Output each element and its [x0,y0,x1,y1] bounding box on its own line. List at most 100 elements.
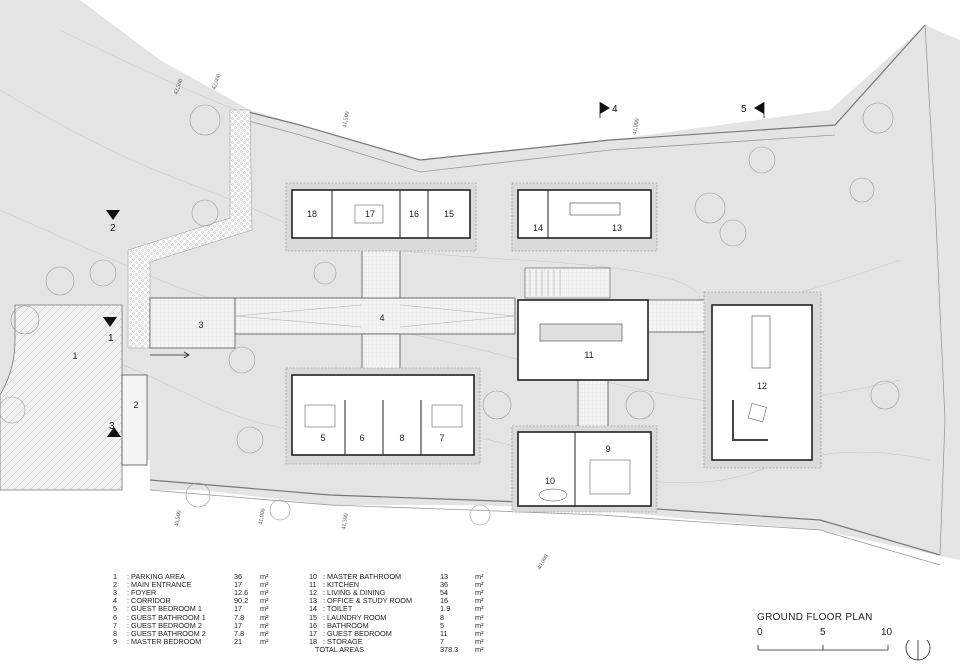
legend-room-name: : BATHROOM [323,620,369,630]
section-marker-5-icon [754,102,764,114]
office-block [517,189,652,239]
legend-number: 6 [113,612,118,622]
legend-unit: m² [475,612,484,622]
legend-number: 10 [309,572,318,581]
legend-room-name: : KITCHEN [323,580,360,590]
legend-area: 1.9 [440,604,451,614]
scale-tick-10: 10 [881,627,893,638]
legend-room-name: : LIVING & DINING [323,588,386,598]
room-label-guest-bedroom-1: 5 [320,433,325,443]
legend-number: 7 [113,620,118,630]
tree-symbols [0,102,900,526]
contour-label: 41,000 [258,508,267,525]
room-label-guest-bedroom: 17 [365,209,375,219]
legend-room-name: : GUEST BATHROOM 2 [127,628,206,638]
room-label-laundry: 15 [444,209,454,219]
section-marker-2-icon [106,210,120,220]
legend-area: 11 [440,628,448,638]
legend-total-label: TOTAL AREAS [315,644,364,654]
legend-number: 5 [113,604,118,614]
legend-room-name: : MAIN ENTRANCE [127,580,192,590]
room-label-office-study: 13 [612,223,622,233]
section-markers: 1 2 3 4 5 [103,102,765,437]
legend-unit: m² [475,636,484,646]
entrance-arrow-icon [150,351,190,359]
scale-tick-5: 5 [820,627,826,638]
legend-room-name: : OFFICE & STUDY ROOM [323,596,413,606]
legend-room-name: : FOYER [127,588,157,598]
legend-unit: m² [260,612,269,622]
legend-area: 5 [440,620,445,630]
corridor [234,297,516,335]
kitchen-stair [524,267,611,299]
section-marker-2-label: 2 [110,223,116,234]
legend-number: 15 [309,612,318,622]
legend-unit: m² [260,620,269,630]
scale-tick-0: 0 [757,627,763,638]
legend-room-name: : GUEST BEDROOM 2 [127,620,202,630]
legend-room-name: : GUEST BATHROOM 1 [127,612,206,622]
legend-area: 7.8 [234,628,245,638]
legend-total-area: 378.3 [440,644,459,654]
legend-room-name: : MASTER BATHROOM [323,572,402,581]
legend-number: 8 [113,628,118,638]
section-marker-5-label: 5 [741,104,747,115]
room-labels: 1 2 3 4 5 6 7 8 9 10 11 12 13 14 15 16 1… [72,209,767,486]
legend-area: 54 [440,588,449,598]
room-label-parking: 1 [72,351,77,361]
bridge-walkway [647,299,714,333]
room-label-master-bathroom: 10 [545,476,555,486]
legend-unit: m² [475,572,484,581]
legend-unit: m² [260,580,269,590]
section-marker-3-label: 3 [109,421,115,432]
section-marker-4-icon [600,102,610,114]
legend-room-name: : MASTER BEDROOM [127,636,202,646]
legend-room-name: : GUEST BEDROOM 1 [127,604,202,614]
parking-area [0,304,123,491]
legend-room-name: : GUEST BEDROOM [323,628,392,638]
legend-area: 16 [440,596,449,606]
legend-row: 16 : BATHROOM 5 m² [309,620,499,630]
legend-room-name: : CORRIDOR [127,596,171,606]
room-label-master-bedroom: 9 [605,444,610,454]
legend-area: 90.2 [234,596,249,606]
legend-area: 17 [234,604,243,614]
section-marker-4-label: 4 [612,104,618,115]
legend-row: 7 : GUEST BEDROOM 2 17 m² [113,620,303,630]
contour-label: 42,500 [173,78,184,96]
section-marker-3-icon [107,427,121,437]
legend-area: 12.6 [234,588,249,598]
legend-number: 1 [113,572,118,581]
room-label-bathroom: 16 [409,209,419,219]
legend-number: 3 [113,588,118,598]
north-wing [291,189,471,239]
room-label-guest-bedroom-2: 7 [439,433,444,443]
legend-unit: m² [475,628,484,638]
legend-room-name: : TOILET [323,604,353,614]
room-label-main-entrance: 2 [133,400,138,410]
legend-area: 17 [234,620,243,630]
main-entrance [121,374,148,466]
legend-unit: m² [475,620,484,630]
legend-number: 16 [309,620,318,630]
room-label-storage: 18 [307,209,317,219]
legend-unit: m² [260,572,269,581]
legend-number: 13 [309,596,318,606]
room-label-living-dining: 12 [757,381,767,391]
legend-unit: m² [260,596,269,606]
legend-row: 8 : GUEST BATHROOM 2 7.8 m² [113,628,303,638]
legend-unit: m² [260,628,269,638]
